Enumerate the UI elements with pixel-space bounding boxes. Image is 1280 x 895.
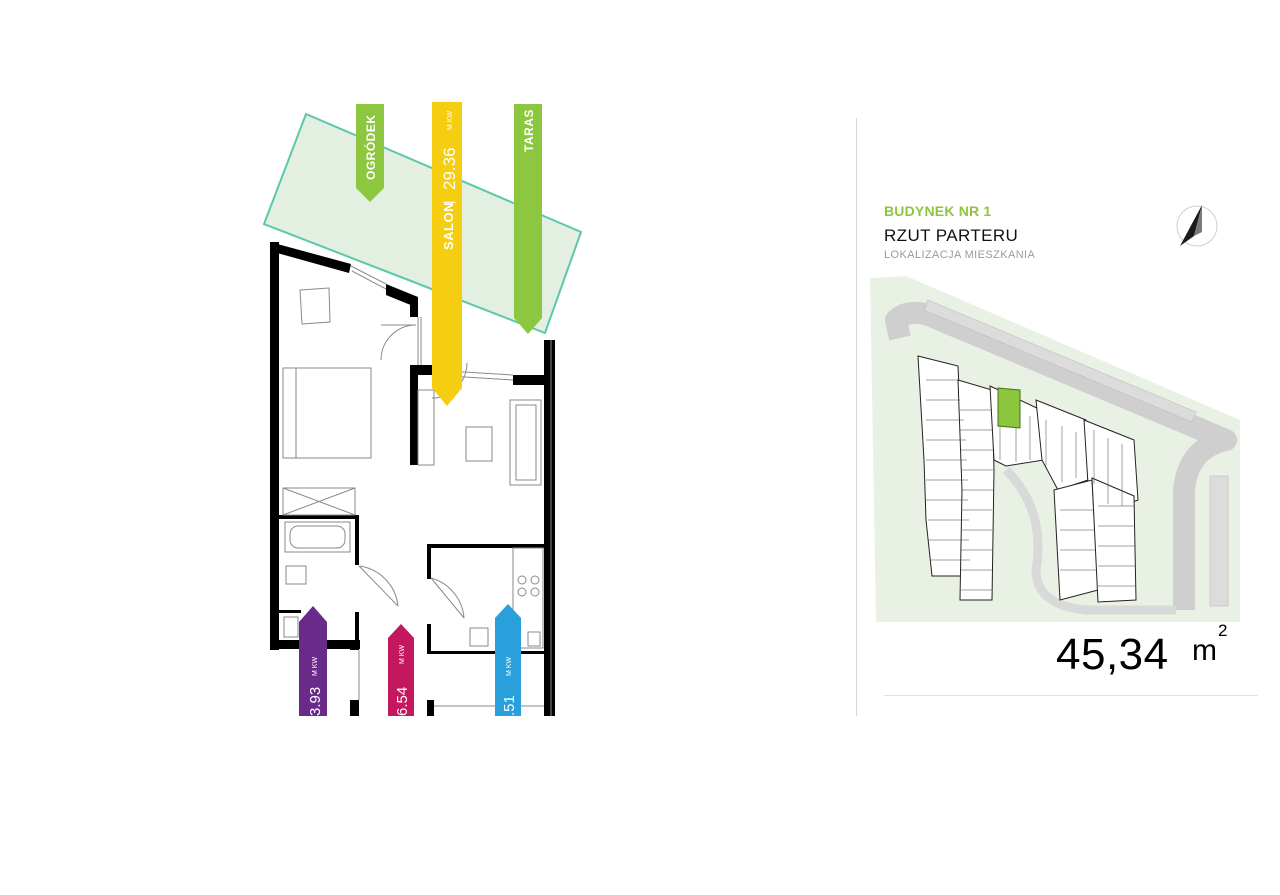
room-purple-label-bar (299, 606, 327, 716)
building-interiors (926, 379, 1136, 591)
room-purple-area: 3.93 (307, 687, 324, 716)
apartment-floor-plan: OGRÓDEK SALON | 29.36 M KW TARAS 3.93 M … (262, 102, 583, 716)
apartment-area-unit: m2 (1192, 621, 1227, 668)
taras-label-bar (514, 104, 542, 334)
partitions (279, 515, 545, 654)
room-purple-unit: M KW (312, 657, 319, 676)
building-label: BUDYNEK NR 1 (884, 203, 992, 219)
area-unit-base: m (1192, 634, 1217, 667)
ogrodek-label-bar (356, 104, 384, 202)
salon-label-bar (432, 102, 462, 406)
area-unit-exponent: 2 (1218, 621, 1228, 640)
plan-subtitle: LOKALIZACJA MIESZKANIA (884, 249, 1036, 261)
salon-area: 29.36 (440, 147, 459, 190)
garden-area (262, 112, 583, 335)
room-blue-unit: M KW (506, 657, 513, 676)
room-blue-area: .51 (501, 695, 518, 716)
taras-label: TARAS (522, 109, 536, 152)
panel-divider (856, 118, 857, 716)
salon-area-unit: M KW (447, 111, 454, 130)
room-magenta-label-bar (388, 624, 414, 716)
apartment-area: 45,34 (1056, 630, 1169, 679)
salon-label: SALON (441, 202, 456, 250)
plan-title: RZUT PARTERU (884, 226, 1019, 245)
access-road (885, 301, 1237, 610)
room-blue-label-bar (495, 604, 521, 716)
north-arrow-icon (1176, 205, 1218, 247)
site-plan (870, 276, 1240, 622)
room-magenta-area: 6.54 (394, 687, 411, 716)
parking-bays (923, 299, 1229, 607)
inner-path (1002, 466, 1176, 615)
highlighted-apartment (997, 387, 1021, 429)
ogrodek-label: OGRÓDEK (363, 114, 378, 180)
bottom-rule (884, 695, 1258, 696)
salon-area-separator: | (441, 201, 456, 204)
room-magenta-unit: M KW (399, 645, 406, 664)
